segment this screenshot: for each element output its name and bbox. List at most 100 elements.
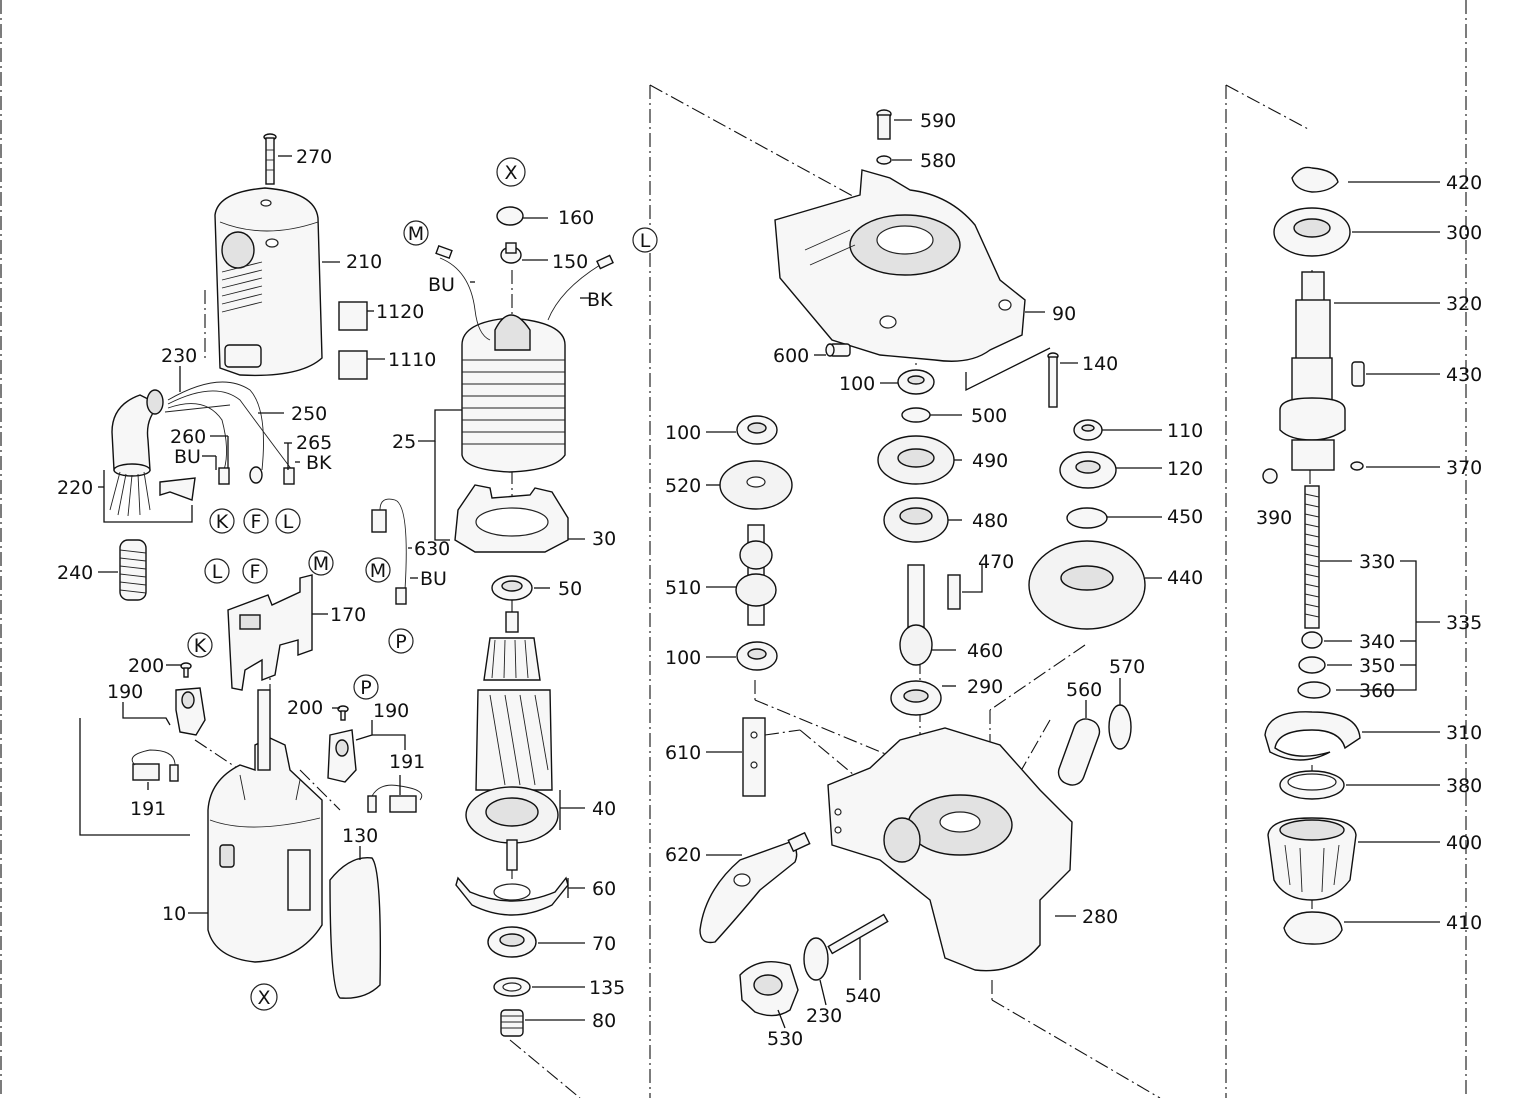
- callout-310: 310: [1446, 722, 1482, 744]
- callout-10: 10: [162, 903, 186, 925]
- callout-140: 140: [1082, 353, 1118, 375]
- part-400-collar: [1267, 817, 1357, 901]
- part-190-brush-left: [175, 687, 206, 736]
- part-150-spring-cap: [500, 242, 522, 264]
- callout-135: 135: [589, 977, 625, 999]
- part-130-grip-cover: [329, 856, 382, 999]
- part-630-wire: [371, 498, 407, 605]
- part-610-key-plate: [742, 717, 766, 797]
- callout-bu-wire: BU: [420, 568, 447, 590]
- callout-320: 320: [1446, 293, 1482, 315]
- part-280-gear-housing: [827, 727, 1073, 972]
- callout-430: 430: [1446, 364, 1482, 386]
- callout-25: 25: [392, 431, 416, 453]
- part-450-circlip: [1066, 507, 1108, 529]
- callout-80: 80: [592, 1010, 616, 1032]
- part-140-screw: [1047, 352, 1059, 408]
- part-250-wires: [164, 381, 293, 471]
- callout-410: 410: [1446, 912, 1482, 934]
- callout-450: 450: [1167, 506, 1203, 528]
- callout-540: 540: [845, 985, 881, 1007]
- svg-text:F: F: [251, 511, 262, 533]
- callout-bu-center: BU: [428, 274, 455, 296]
- part-1110-label: [338, 350, 368, 380]
- callout-560: 560: [1066, 679, 1102, 701]
- callout-100-lower: 100: [665, 647, 701, 669]
- callout-280: 280: [1082, 906, 1118, 928]
- part-420-circlip: [1291, 166, 1339, 193]
- part-135-washer: [493, 977, 531, 997]
- callout-1110: 1110: [388, 349, 436, 371]
- part-160-cap: [496, 206, 524, 226]
- marker-p-wire: P: [388, 628, 414, 654]
- part-320-spindle: [1279, 271, 1346, 471]
- callout-480: 480: [972, 510, 1008, 532]
- svg-text:K: K: [216, 511, 229, 533]
- part-60-fan-baffle: [455, 876, 569, 916]
- part-270-screw: [263, 133, 277, 185]
- callout-360: 360: [1359, 680, 1395, 702]
- svg-text:L: L: [283, 511, 294, 533]
- marker-f-plate: F: [242, 558, 268, 584]
- part-380-spring: [1279, 770, 1345, 800]
- callout-350: 350: [1359, 655, 1395, 677]
- callout-110: 110: [1167, 420, 1203, 442]
- marker-x-top: X: [496, 157, 526, 187]
- part-290-bearing: [890, 680, 942, 716]
- callout-510: 510: [665, 577, 701, 599]
- callout-530: 530: [767, 1028, 803, 1050]
- part-230-oring: [803, 937, 829, 981]
- callout-200-left: 200: [128, 655, 164, 677]
- svg-text:F: F: [250, 561, 261, 583]
- part-260-terminal: [218, 467, 230, 485]
- svg-text:X: X: [257, 987, 270, 1009]
- marker-m-top: M: [403, 220, 429, 246]
- part-430-key: [1351, 361, 1365, 387]
- part-510-shaft: [735, 524, 777, 626]
- callout-400: 400: [1446, 832, 1482, 854]
- part-200-screw-left: [180, 662, 192, 678]
- part-80-pinion: [500, 1009, 524, 1037]
- part-265-terminal: [283, 467, 295, 485]
- part-240-spring: [119, 539, 147, 601]
- callout-265: 265: [296, 432, 332, 454]
- leader-lines: [79, 119, 1440, 1029]
- part-25-stator: [435, 244, 614, 473]
- part-440-large-gear: [1028, 540, 1146, 630]
- callout-440: 440: [1167, 567, 1203, 589]
- callout-610: 610: [665, 742, 701, 764]
- callout-570: 570: [1109, 656, 1145, 678]
- callout-230-oring: 230: [806, 1005, 842, 1027]
- svg-text:M: M: [370, 560, 386, 582]
- marker-m-plate: M: [308, 550, 334, 576]
- part-570-oring: [1108, 704, 1132, 750]
- part-470-key: [947, 574, 961, 610]
- callout-bk-left: BK: [306, 452, 332, 474]
- callout-bk-center: BK: [587, 289, 613, 311]
- marker-f-wire: F: [243, 508, 269, 534]
- callout-190-left: 190: [107, 681, 143, 703]
- callout-190-right: 190: [373, 700, 409, 722]
- svg-text:L: L: [640, 230, 651, 252]
- callout-290: 290: [967, 676, 1003, 698]
- marker-l-plate: L: [204, 558, 230, 584]
- part-100-bearing-left: [736, 415, 778, 445]
- callout-60: 60: [592, 878, 616, 900]
- callout-120: 120: [1167, 458, 1203, 480]
- section-dividers: [0, 0, 1467, 1098]
- part-590-screw: [876, 109, 892, 140]
- callout-500: 500: [971, 405, 1007, 427]
- part-520-gear: [719, 460, 793, 510]
- callout-191-right: 191: [389, 751, 425, 773]
- callout-labels: 270 210 1120 1110 230 250 260 265 BU BK …: [57, 110, 1482, 1050]
- part-600-fitting: [825, 343, 851, 357]
- part-490-gear: [877, 435, 955, 485]
- marker-p-brush: P: [353, 674, 379, 700]
- marker-k-wire: K: [209, 508, 235, 534]
- part-100-bearing-top: [897, 369, 935, 395]
- callout-210: 210: [346, 251, 382, 273]
- svg-text:K: K: [194, 635, 207, 657]
- callout-160: 160: [558, 207, 594, 229]
- svg-text:M: M: [408, 223, 424, 245]
